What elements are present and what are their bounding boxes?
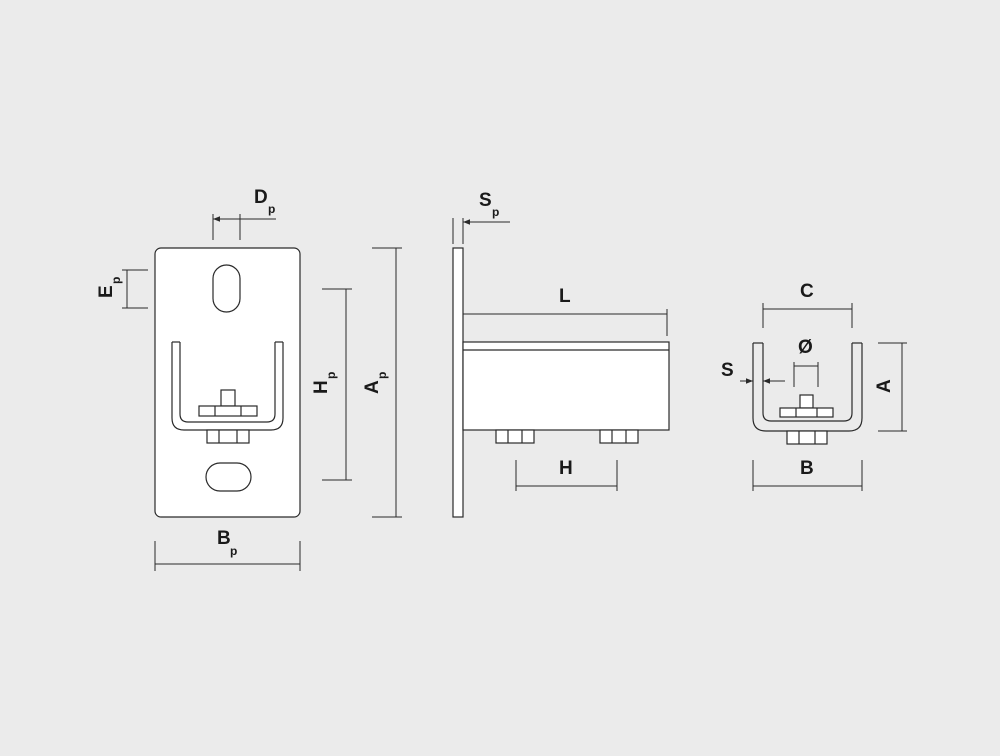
u-channel-inner <box>179 342 276 423</box>
ap-label: A <box>362 380 383 394</box>
l-label: L <box>559 286 571 307</box>
c-label: C <box>800 281 814 302</box>
end-view: C Ø S A B <box>721 281 907 491</box>
side-nut-left <box>495 429 535 444</box>
h-label: H <box>559 458 573 479</box>
end-nut <box>786 430 828 445</box>
bottom-slot <box>205 462 252 492</box>
b-label: B <box>800 458 814 479</box>
ep-label: E <box>96 285 117 298</box>
phi-label: Ø <box>798 337 813 358</box>
dp-subscript: p <box>268 202 275 216</box>
side-plate <box>452 247 464 518</box>
washer <box>198 405 258 417</box>
top-slot <box>212 264 241 313</box>
end-washer <box>779 407 834 418</box>
sp-subscript: p <box>492 205 499 219</box>
bp-label: B <box>217 528 231 549</box>
hp-subscript: p <box>324 372 338 379</box>
side-channel <box>462 341 670 431</box>
nut <box>206 429 250 444</box>
bp-subscript: p <box>230 544 237 558</box>
side-nut-right <box>599 429 639 444</box>
s-label: S <box>721 360 734 381</box>
end-bolt-shank <box>799 394 814 409</box>
ap-subscript: p <box>375 372 389 379</box>
ep-subscript: p <box>109 277 123 284</box>
hp-label: H <box>311 380 332 394</box>
a-label: A <box>874 379 895 393</box>
front-view: D p E p H p A p B p <box>96 187 402 571</box>
bolt-shank <box>220 389 236 407</box>
side-view: S p L H <box>452 190 670 518</box>
sp-label: S <box>479 190 492 211</box>
base-plate <box>154 247 301 518</box>
dp-label: D <box>254 187 268 208</box>
end-channel-inner <box>762 343 853 422</box>
